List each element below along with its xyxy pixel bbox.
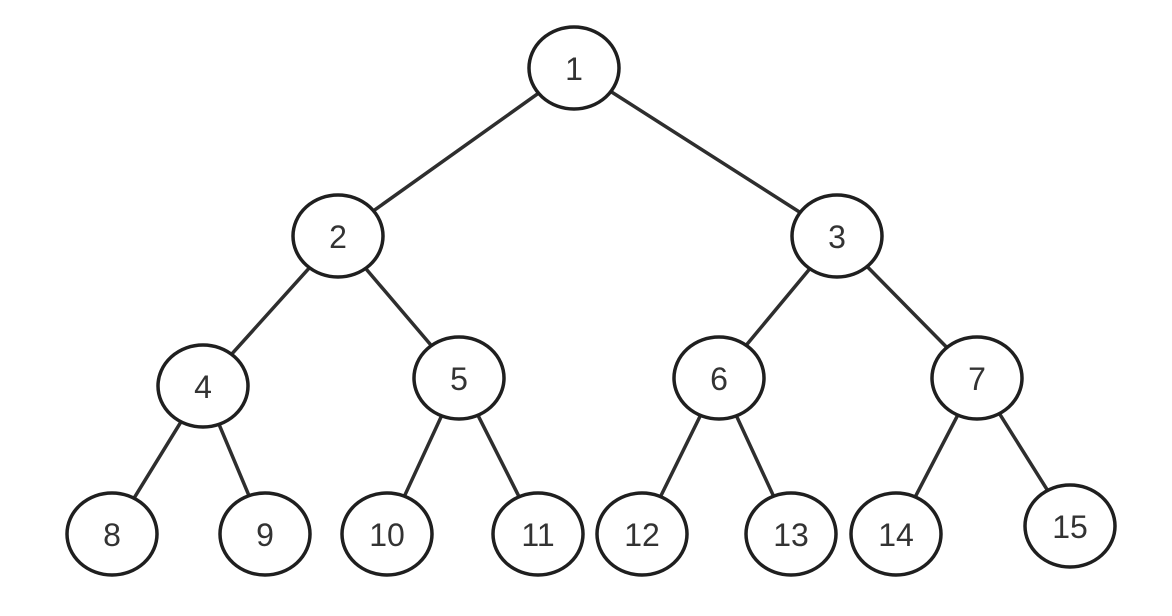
- tree-node-label: 1: [565, 51, 583, 87]
- tree-node-circle: [412, 335, 506, 421]
- tree-node-circle: [930, 335, 1024, 421]
- tree-node-label: 6: [710, 361, 728, 397]
- tree-node-label: 10: [369, 517, 405, 553]
- tree-node-label: 11: [521, 517, 554, 553]
- tree-node-circle: [291, 193, 385, 279]
- tree-node-circle: [65, 491, 159, 577]
- tree-node-10: 10: [340, 491, 434, 577]
- tree-edge-7-14: [913, 413, 960, 499]
- tree-node-label: 12: [624, 517, 660, 553]
- tree-node-3: 3: [790, 193, 884, 279]
- tree-edge-6-13: [734, 414, 776, 498]
- tree-node-circle: [595, 491, 689, 577]
- tree-edge-1-2: [371, 91, 541, 213]
- tree-node-11: 11: [491, 491, 585, 577]
- tree-node-circle: [1023, 483, 1117, 569]
- tree-node-circle: [790, 193, 884, 279]
- tree-node-8: 8: [65, 491, 159, 577]
- tree-edge-1-3: [609, 89, 802, 215]
- tree-node-2: 2: [291, 193, 385, 279]
- tree-node-label: 4: [194, 369, 212, 405]
- tree-node-circle: [340, 491, 434, 577]
- tree-node-label: 2: [329, 219, 347, 255]
- tree-edge-2-4: [229, 265, 312, 357]
- tree-edge-2-5: [363, 266, 434, 348]
- tree-node-circle: [156, 343, 250, 429]
- tree-node-12: 12: [595, 491, 689, 577]
- tree-node-label: 9: [256, 517, 274, 553]
- tree-node-label: 5: [450, 361, 468, 397]
- tree-edge-7-15: [997, 411, 1050, 493]
- tree-node-13: 13: [744, 491, 838, 577]
- tree-node-circle: [491, 491, 585, 577]
- tree-node-label: 14: [878, 517, 914, 553]
- tree-edge-4-9: [217, 422, 251, 498]
- tree-node-label: 7: [968, 361, 986, 397]
- tree-node-circle: [218, 491, 312, 577]
- tree-node-label: 8: [103, 517, 121, 553]
- tree-node-circle: [527, 25, 621, 111]
- tree-node-4: 4: [156, 343, 250, 429]
- tree-node-1: 1: [527, 25, 621, 111]
- tree-node-label: 15: [1052, 509, 1088, 545]
- tree-edge-5-11: [476, 413, 521, 499]
- tree-edges: [132, 89, 1050, 500]
- tree-edge-3-7: [865, 264, 949, 350]
- tree-node-7: 7: [930, 335, 1024, 421]
- tree-node-circle: [849, 491, 943, 577]
- tree-edge-5-10: [402, 414, 444, 498]
- tree-edge-4-8: [132, 420, 183, 500]
- tree-node-15: 15: [1023, 483, 1117, 569]
- tree-node-circle: [744, 491, 838, 577]
- tree-node-label: 3: [828, 219, 846, 255]
- tree-node-14: 14: [849, 491, 943, 577]
- tree-node-5: 5: [412, 335, 506, 421]
- tree-edge-6-12: [658, 413, 703, 499]
- tree-node-circle: [672, 335, 766, 421]
- tree-node-9: 9: [218, 491, 312, 577]
- tree-edge-3-6: [744, 266, 812, 348]
- tree-node-label: 13: [773, 517, 809, 553]
- tree-node-6: 6: [672, 335, 766, 421]
